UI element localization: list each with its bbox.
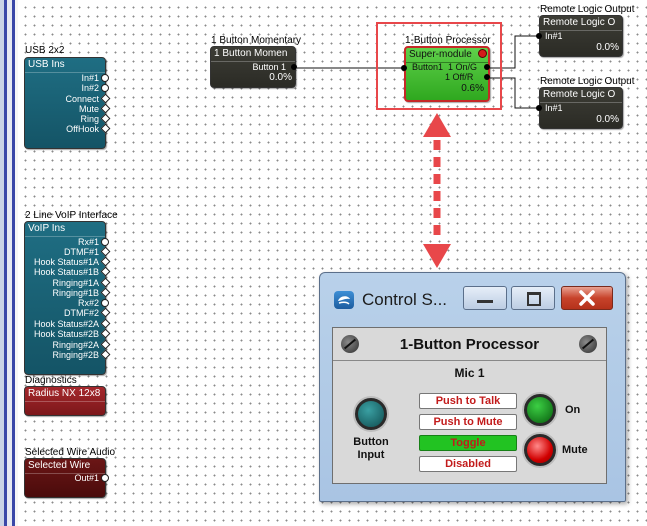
voip-pin-label: Rx#1 (77, 237, 99, 247)
maximize-icon (527, 292, 541, 306)
mute-led (524, 434, 556, 466)
push-to-talk-button[interactable]: Push to Talk (419, 393, 517, 409)
usb-pin-label: Connect (65, 94, 99, 104)
button-input-led[interactable] (355, 398, 387, 430)
selected-wire-caption: Selected Wire Audio (25, 447, 116, 458)
minimize-icon (477, 300, 493, 303)
usb-output-pin[interactable] (101, 84, 109, 92)
voip-pin-label: Ringing#2B (52, 350, 99, 360)
voip-pin-label: Hook Status#1B (33, 267, 99, 277)
voip-pin-label: DTMF#2 (63, 308, 99, 318)
voip-output-pin[interactable] (101, 299, 109, 307)
maximize-button[interactable] (511, 286, 555, 310)
wire-processor-to-remote1 (490, 35, 540, 69)
remote2-caption: Remote Logic Output (540, 76, 635, 87)
processor-status-icon (478, 49, 487, 58)
close-button[interactable] (561, 286, 613, 310)
voip-pin-label: Rx#2 (77, 298, 99, 308)
momentary-header: 1 Button Momen (211, 47, 295, 62)
processor-output-pin-2[interactable] (484, 74, 490, 80)
panel-header: 1-Button Processor (333, 328, 606, 361)
toggle-button[interactable]: Toggle (419, 435, 517, 451)
remote2-pin-label: In#1 (545, 103, 563, 113)
processor-input-pin[interactable] (401, 65, 407, 71)
button-input-label: Button Input (353, 436, 389, 461)
usb-pin-label: Mute (78, 104, 99, 114)
window-title: Control S... (362, 290, 448, 309)
wire-processor-to-remote2 (490, 77, 540, 109)
on-label: On (565, 404, 581, 416)
panel-title: 1-Button Processor (399, 336, 540, 353)
usb-ins-block[interactable]: USB Ins (24, 57, 106, 149)
momentary-value: 0.0% (269, 72, 292, 83)
voip-pin-label: DTMF#1 (63, 247, 99, 257)
momentary-pin-label: Button 1 (252, 62, 286, 72)
usb-block-caption: USB 2x2 (25, 45, 65, 56)
voip-block-caption: 2 Line VoIP Interface (25, 210, 118, 221)
remote1-header: Remote Logic O (540, 16, 622, 31)
remote1-value: 0.0% (596, 42, 619, 53)
remote2-input-pin[interactable] (536, 105, 542, 111)
minimize-button[interactable] (463, 286, 507, 310)
usb-pin-label: In#1 (81, 73, 99, 83)
usb-pin-label: Ring (80, 114, 99, 124)
voip-pin-label: Hook Status#2B (33, 329, 99, 339)
push-to-mute-button[interactable]: Push to Mute (419, 414, 517, 430)
momentary-output-pin[interactable] (291, 64, 297, 70)
window-titlebar[interactable]: Control S... (320, 273, 625, 313)
processor-header: Super-module (406, 48, 488, 63)
usb-ins-header: USB Ins (25, 58, 105, 73)
processor-caption: 1-Button Processor (405, 35, 491, 46)
selected-wire-header: Selected Wire (25, 459, 105, 474)
usb-pin-label: In#2 (81, 83, 99, 93)
processor-output-label-1: 1 On/G (448, 62, 478, 72)
voip-ins-header: VoIP Ins (25, 222, 105, 237)
panel-subtitle: Mic 1 (454, 366, 485, 380)
processor-output-pin-1[interactable] (484, 64, 490, 70)
on-led (524, 394, 556, 426)
voip-output-pin[interactable] (101, 238, 109, 246)
momentary-caption: 1 Button Momentary (211, 35, 302, 46)
control-surface-window[interactable]: Control S... 1-Button Processor Mic 1 Bu… (319, 272, 626, 502)
remote1-input-pin[interactable] (536, 33, 542, 39)
usb-output-pin[interactable] (101, 74, 109, 82)
disabled-button[interactable]: Disabled (419, 456, 517, 472)
processor-output-label-2: 1 Off/R (445, 72, 474, 82)
remote1-pin-label: In#1 (545, 31, 563, 41)
diagnostics-caption: Diagnostics (25, 375, 77, 386)
control-panel: 1-Button Processor Mic 1 Button Input Pu… (332, 327, 607, 484)
canvas-left-rail (0, 0, 18, 526)
remote2-value: 0.0% (596, 114, 619, 125)
mute-label: Mute (562, 444, 588, 456)
voip-pin-label: Ringing#1B (52, 288, 99, 298)
selected-wire-block[interactable]: Selected Wire (24, 458, 106, 498)
remote1-caption: Remote Logic Output (540, 4, 635, 15)
remote2-header: Remote Logic O (540, 88, 622, 103)
voip-pin-label: Hook Status#2A (33, 319, 99, 329)
voip-pin-label: Ringing#2A (52, 340, 99, 350)
usb-pin-label: OffHook (66, 124, 99, 134)
processor-input-label: Button1 (412, 62, 444, 72)
voip-ins-block[interactable]: VoIP Ins (24, 221, 106, 375)
voip-pin-label: Hook Status#1A (33, 257, 99, 267)
close-icon (579, 290, 595, 306)
diagnostics-header: Radius NX 12x8 (25, 387, 105, 402)
selected-wire-pin-label: Out#1 (74, 473, 99, 483)
selection-highlight (376, 22, 502, 110)
voip-pin-label: Ringing#1A (52, 278, 99, 288)
screw-icon (579, 335, 597, 353)
screw-icon (341, 335, 359, 353)
diagnostics-block[interactable]: Radius NX 12x8 (24, 386, 106, 416)
processor-value: 0.6% (461, 83, 484, 94)
selected-wire-output-pin[interactable] (101, 474, 109, 482)
app-icon (334, 291, 354, 309)
